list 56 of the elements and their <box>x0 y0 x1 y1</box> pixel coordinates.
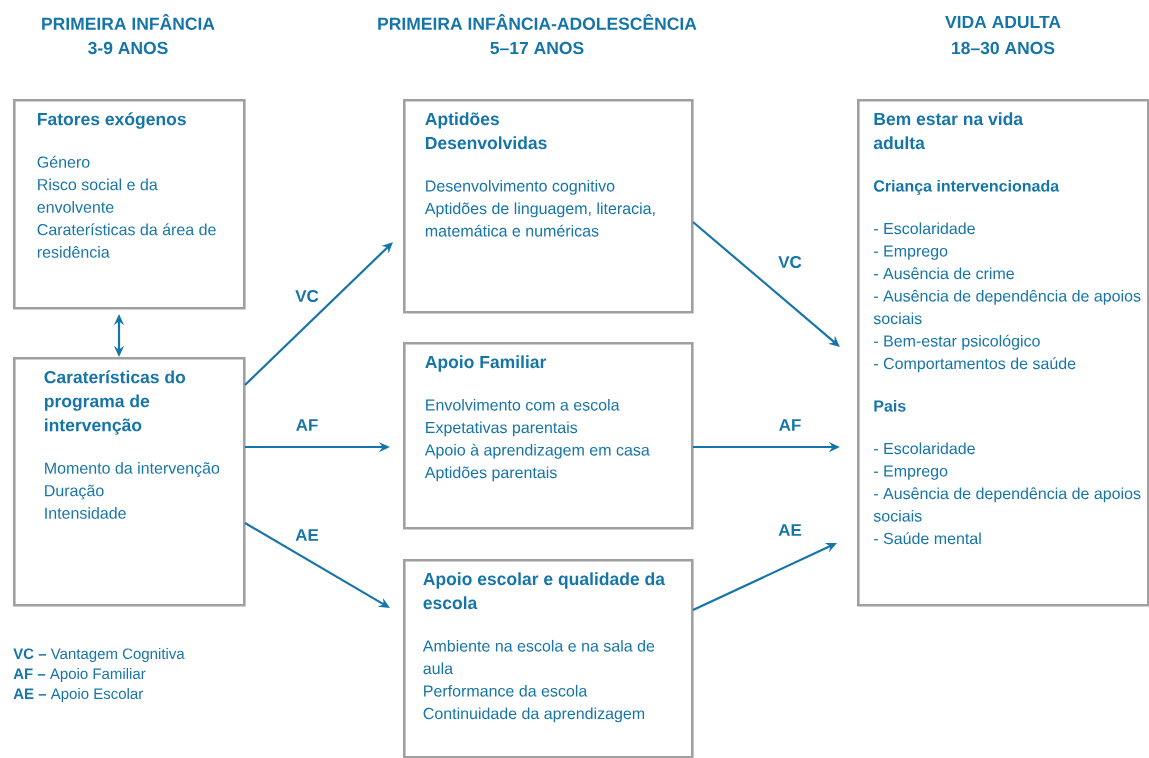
legend-text: VC – Vantagem Cognitiva <box>13 648 185 662</box>
box-title: Bem estar na vida adulta <box>873 112 1024 150</box>
column-heading: VIDA ADULTA <box>945 15 1061 29</box>
legend-text: AE – Apoio Escolar <box>13 688 143 702</box>
body-text: Envolvimento com a escola <box>426 398 620 411</box>
body-text: Risco social e da envolvente <box>37 178 158 213</box>
box-title: Apoio Familiar <box>425 355 547 372</box>
box-title: Aptidões Desenvolvidas <box>425 112 547 150</box>
body-text: - Ausência de dependência de apoios sociais <box>873 487 1141 522</box>
box-title: Fatores exógenos <box>38 112 186 129</box>
body-text: - Bem-estar psicológico <box>874 334 1040 350</box>
body-text: Aptidões de linguagem, literacia, matemática e numéricas <box>424 202 655 237</box>
content-box <box>403 559 694 758</box>
content-box <box>13 357 246 607</box>
body-text: Performance da escola <box>424 684 588 697</box>
box-title: Apoio escolar e qualidade da escola <box>423 572 666 610</box>
body-text: Duração <box>45 484 104 500</box>
edge-label: AF <box>779 419 801 431</box>
body-text: - Escolaridade <box>874 222 975 235</box>
column-heading: PRIMEIRA INFÂNCIA <box>42 14 215 30</box>
edge-label: VC <box>295 290 319 303</box>
body-text: - Emprego <box>874 465 948 480</box>
body-text: - Saúde mental <box>874 532 981 545</box>
body-text: - Escolaridade <box>874 442 975 455</box>
column-heading: 5–17 ANOS <box>490 41 584 55</box>
body-text: Continuidade da aprendizagem <box>423 707 645 723</box>
content-box <box>403 342 694 530</box>
body-text: Caraterísticas da área de residência <box>37 223 216 258</box>
edge-label: AE <box>778 524 802 536</box>
content-box <box>13 99 246 310</box>
edge-label: VC <box>778 256 802 269</box>
column-heading: PRIMEIRA INFÂNCIA-ADOLESCÊNCIA <box>378 14 697 30</box>
edge-label: AF <box>296 419 318 431</box>
column-heading: 3-9 ANOS <box>88 41 168 55</box>
body-text: - Comportamentos de saúde <box>874 357 1076 373</box>
body-text: - Ausência de dependência de apoios sociais <box>873 289 1141 325</box>
content-box <box>403 99 694 314</box>
edge-label: AE <box>295 529 319 541</box>
legend-text: AF – Apoio Familiar <box>13 668 146 682</box>
body-text: Momento da intervenção <box>45 462 220 478</box>
subheading: Criança intervencionada <box>873 179 1060 195</box>
column-heading: 18–30 ANOS <box>952 41 1055 55</box>
subheading: Pais <box>874 399 906 412</box>
body-text: Aptidões parentais <box>424 466 557 482</box>
body-text: Ambiente na escola e na sala de aula <box>422 639 655 675</box>
body-text: Expetativas parentais <box>426 421 578 437</box>
body-text: Género <box>37 155 90 168</box>
content-box <box>857 99 1149 607</box>
body-text: - Ausência de crime <box>874 267 1014 280</box>
body-text: - Emprego <box>874 245 948 260</box>
box-title: Caraterísticas do programa de intervenção <box>44 370 186 435</box>
arrow <box>692 221 840 347</box>
body-text: Intensidade <box>45 507 126 519</box>
body-text: Desenvolvimento cognitivo <box>426 179 615 195</box>
body-text: Apoio à aprendizagem em casa <box>424 443 650 459</box>
arrow <box>244 242 393 386</box>
